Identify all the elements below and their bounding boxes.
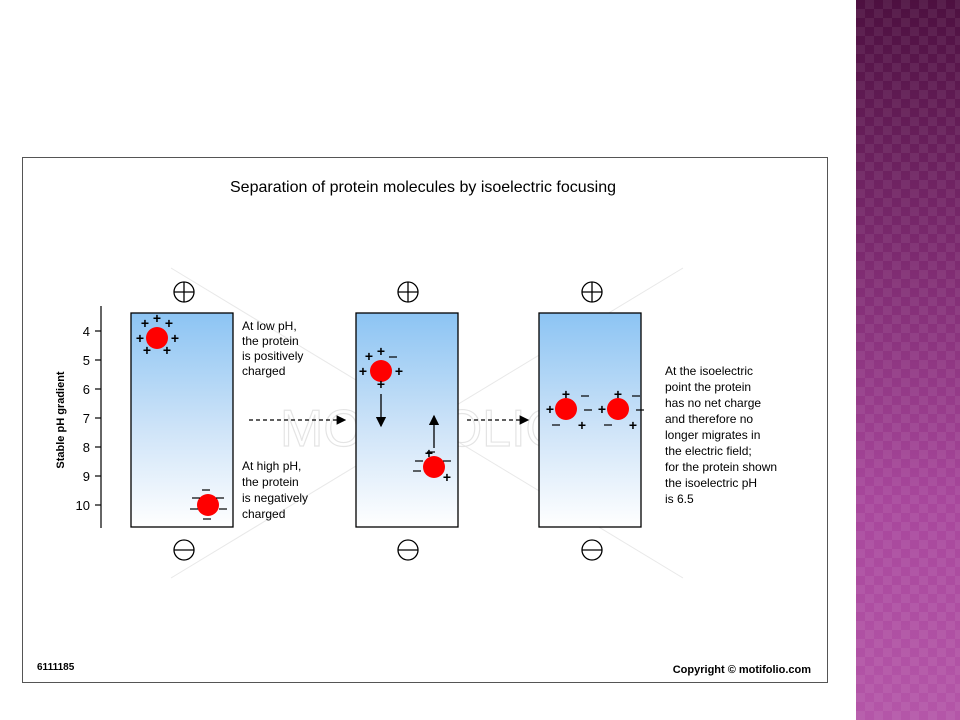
svg-text:+: + — [153, 310, 161, 326]
note-line: for the protein shown — [665, 460, 777, 474]
migration-arrows — [375, 394, 440, 448]
minus-electrode-icon — [581, 539, 603, 561]
svg-text:+: + — [443, 469, 451, 485]
anode-symbols — [173, 281, 603, 303]
protein-migrating-up: ++ — [413, 445, 451, 485]
svg-text:+: + — [136, 330, 144, 346]
plus-electrode-icon — [397, 281, 419, 303]
note-line: has no net charge — [665, 396, 761, 410]
tick-label: 8 — [83, 440, 90, 455]
minus-electrode-icon — [173, 539, 195, 561]
note-line: is negatively — [242, 491, 308, 505]
figure-id: 6111185 — [37, 662, 75, 673]
protein-negative — [190, 489, 227, 520]
minus-electrode-icon — [397, 539, 419, 561]
tick-label: 6 — [83, 382, 90, 397]
plus-electrode-icon — [173, 281, 195, 303]
note-line: charged — [242, 507, 285, 521]
svg-text:+: + — [578, 417, 586, 433]
svg-text:+: + — [614, 386, 622, 402]
note-line: the protein — [242, 334, 299, 348]
note-line: At low pH, — [242, 319, 297, 333]
note-line: is 6.5 — [665, 492, 694, 506]
svg-text:+: + — [562, 386, 570, 402]
note-line: charged — [242, 364, 285, 378]
svg-text:+: + — [165, 315, 173, 331]
svg-text:+: + — [546, 401, 554, 417]
tick-label: 5 — [83, 353, 90, 368]
gel-tube-1 — [130, 312, 234, 528]
note-line: the electric field; — [665, 444, 752, 458]
svg-text:+: + — [171, 330, 179, 346]
note-line: is positively — [242, 349, 303, 363]
note-low-ph: At low pH, the protein is positively cha… — [242, 319, 303, 378]
svg-text:+: + — [359, 363, 367, 379]
svg-text:+: + — [163, 342, 171, 358]
svg-text:+: + — [629, 417, 637, 433]
tick-marks — [95, 330, 101, 506]
note-line: At the isoelectric — [665, 364, 753, 378]
protein-positive: +++ ++ ++ — [136, 310, 179, 358]
protein-neutral: + + + — [598, 386, 644, 433]
svg-text:+: + — [598, 401, 606, 417]
ph-axis: Stable pH gradient 4 5 6 7 8 9 10 — [55, 306, 102, 528]
note-isoelectric: At the isoelectric point the protein has… — [665, 364, 777, 506]
note-line: At high pH, — [242, 459, 301, 473]
tick-label: 9 — [83, 469, 90, 484]
tick-label: 7 — [83, 411, 90, 426]
gel-tube-3 — [538, 312, 642, 528]
svg-text:+: + — [395, 363, 403, 379]
svg-text:+: + — [425, 445, 433, 461]
copyright-notice: Copyright © motifolio.com — [673, 664, 811, 676]
note-line: and therefore no — [665, 412, 753, 426]
note-line: the isoelectric pH — [665, 476, 757, 490]
protein-neutral: + + + — [546, 386, 592, 433]
tick-label: 10 — [76, 498, 90, 513]
figure-canvas: Separation of protein molecules by isoel… — [37, 179, 811, 676]
svg-text:+: + — [365, 348, 373, 364]
note-line: longer migrates in — [665, 428, 760, 442]
svg-text:+: + — [377, 343, 385, 359]
note-line: the protein — [242, 475, 299, 489]
note-high-ph: At high pH, the protein is negatively ch… — [242, 459, 308, 521]
figure-title: Separation of protein molecules by isoel… — [230, 179, 616, 196]
decorative-side-band — [856, 0, 960, 720]
isoelectric-focusing-figure: Separation of protein molecules by isoel… — [22, 157, 828, 683]
cathode-symbols — [173, 539, 603, 561]
svg-text:+: + — [141, 315, 149, 331]
tick-label: 4 — [83, 324, 90, 339]
plus-electrode-icon — [581, 281, 603, 303]
note-line: point the protein — [665, 380, 751, 394]
axis-label: Stable pH gradient — [55, 371, 67, 469]
protein-migrating-down: ++ ++ + — [359, 343, 403, 392]
svg-text:+: + — [143, 342, 151, 358]
gel-tube-2 — [355, 312, 459, 528]
svg-text:+: + — [377, 376, 385, 392]
